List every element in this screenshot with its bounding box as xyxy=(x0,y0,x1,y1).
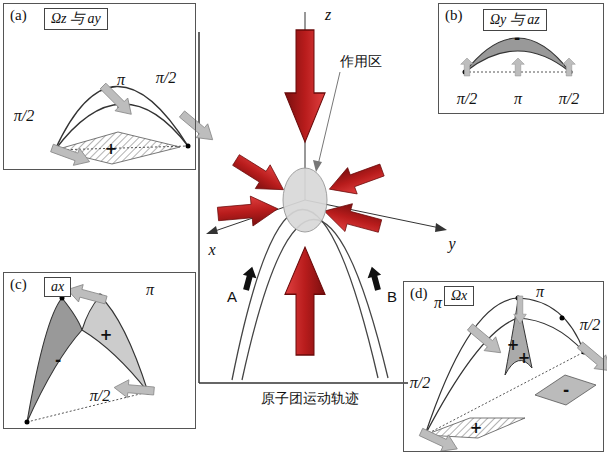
panel-title: Ωy 与 az xyxy=(483,9,547,31)
axis-label: x xyxy=(208,241,215,259)
phase-label: π xyxy=(536,283,544,301)
phase-label: π xyxy=(117,71,125,89)
sign-mark: + xyxy=(507,336,520,354)
panel-title-text: ax xyxy=(51,279,64,294)
phase-label: π xyxy=(514,90,522,108)
axis-label: z xyxy=(325,6,331,24)
phase-label: π/2 xyxy=(580,316,600,334)
phase-label: π xyxy=(434,294,442,312)
sign-mark: + xyxy=(100,326,113,344)
panel-title: Ωx xyxy=(444,286,474,306)
sign-mark: + xyxy=(470,419,483,437)
sign-mark: + xyxy=(518,349,531,367)
panel-tag: (c) xyxy=(10,276,27,293)
phase-label: π/2 xyxy=(90,387,110,405)
trajectory-label: 原子团运动轨迹 xyxy=(261,390,359,408)
phase-label: π/2 xyxy=(410,374,430,392)
axis-label: y xyxy=(448,235,455,253)
phase-label: π/2 xyxy=(156,69,176,87)
phase-label: π/2 xyxy=(457,90,477,108)
panel-tag: (a) xyxy=(10,7,27,24)
phase-label: π/2 xyxy=(14,107,34,125)
panel-c: (c) ax xyxy=(3,272,196,429)
panel-title-text: Ωz 与 ay xyxy=(51,11,101,26)
panel-tag: (b) xyxy=(445,7,463,24)
panel-a: (a) Ωz 与 ay xyxy=(3,3,196,170)
panel-title-text: Ωy 与 az xyxy=(490,12,540,27)
phase-label: π xyxy=(146,281,154,299)
beam-label: A xyxy=(227,288,237,305)
sign-mark: - xyxy=(55,351,61,369)
panel-title: ax xyxy=(44,277,71,297)
beam-label: B xyxy=(387,288,397,305)
phase-label: π/2 xyxy=(559,90,579,108)
sign-mark: - xyxy=(563,381,569,399)
panel-title: Ωz 与 ay xyxy=(44,8,108,30)
sign-mark: + xyxy=(105,140,118,158)
panel-title-text: Ωx xyxy=(451,288,467,303)
region-label: 作用区 xyxy=(340,53,382,71)
panel-d: (d) Ωx xyxy=(403,281,604,452)
panel-tag: (d) xyxy=(410,285,428,302)
sign-mark: - xyxy=(514,29,520,47)
